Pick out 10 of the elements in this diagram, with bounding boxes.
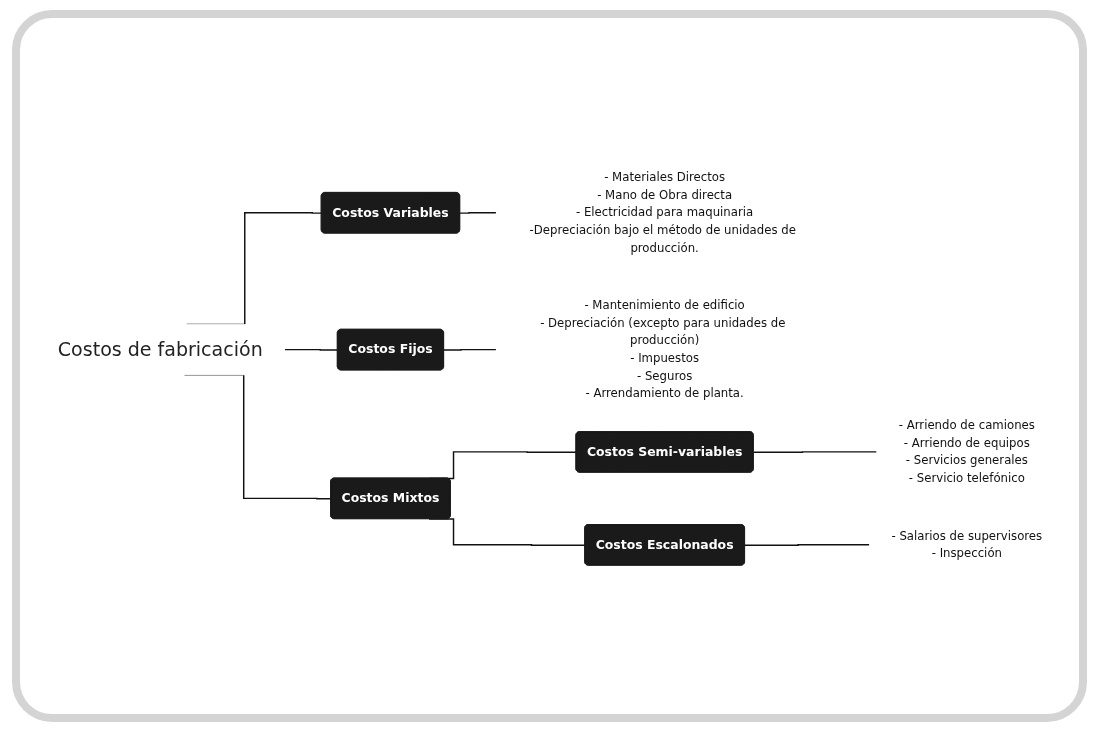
node-text: - Salarios de supervisores - Inspección [890, 529, 1042, 561]
frame-background: Costos de fabricación Costos Variables - Materiales Directos - Mano de Obra directa - Electricidad para maquinaria -Depreciación bajo el método de unidades de producción. Costos Fijos - Mantenimiento de edificio - Depreciación (excepto para unidades de producción) - Impuestos - Seguros - Arrendamiento de planta. Costos Mixtos Costos Semi-variables - Arriendo de camiones - Arriendo de equipos - Servicios generales - Servicio telefónico Costos Escalonados - Salarios de supervisores - Inspección [12, 10, 1087, 722]
connector [752, 451, 878, 454]
node-text: - Materiales Directos - Mano de Obra directa - Electricidad para maquinaria -Depreciación bajo el método de unidades de producción. [529, 170, 796, 255]
node-text: - Arriendo de camiones - Arriendo de equipos - Servicios generales - Servicio telefónico [898, 418, 1035, 486]
connector [283, 349, 338, 352]
node-text: - Mantenimiento de edificio - Depreciación (excepto para unidades de producción) - Impuestos - Seguros - Arrendamiento de planta. [539, 298, 785, 401]
connector [743, 544, 870, 547]
connector [442, 349, 497, 352]
connector [458, 212, 497, 215]
